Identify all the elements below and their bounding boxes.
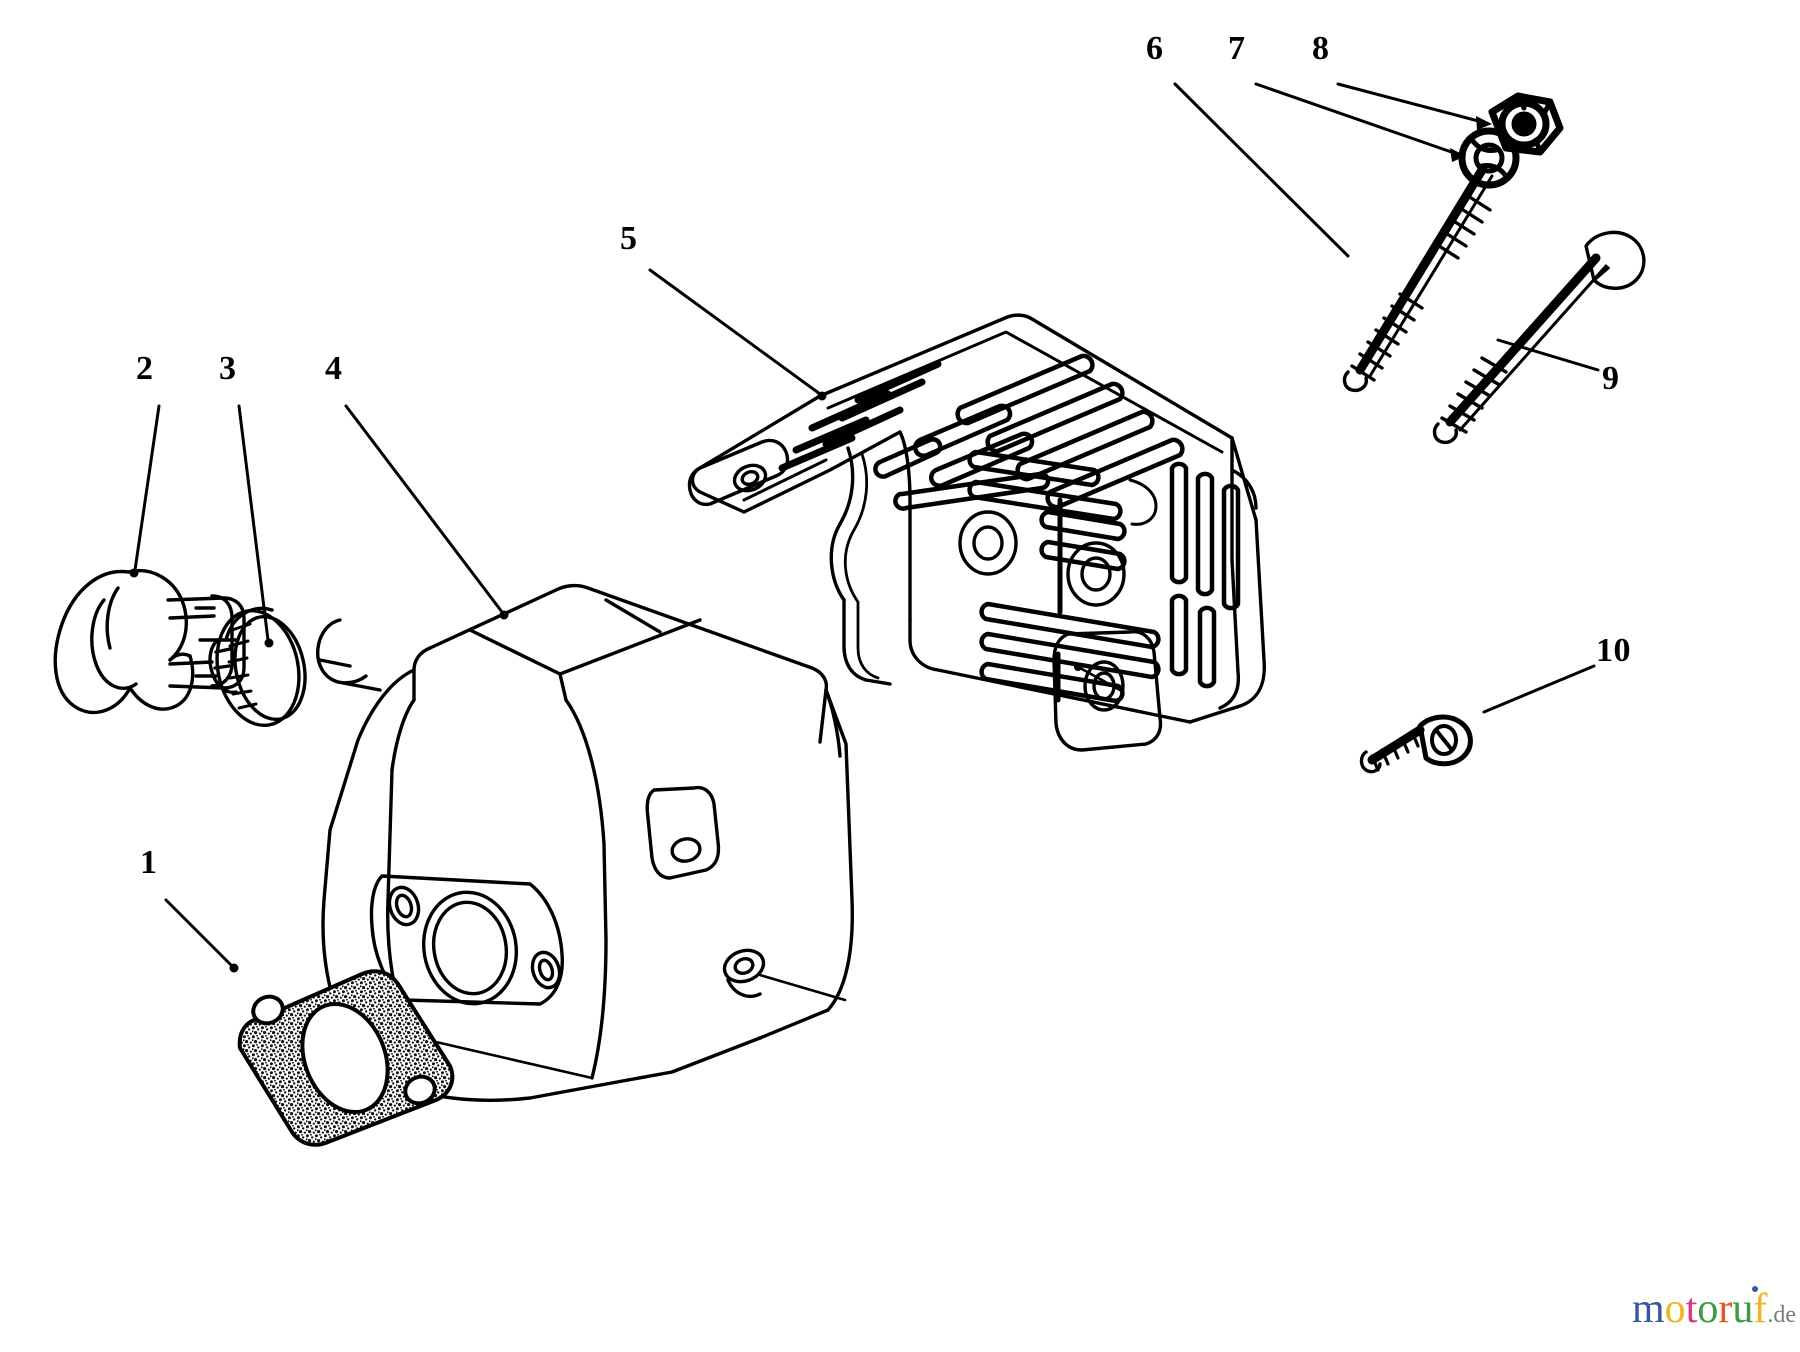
watermark-letter-o1: o (1664, 1286, 1686, 1332)
watermark-letter-f: f (1753, 1286, 1768, 1332)
callout-label-10: 10 (1596, 632, 1631, 669)
callout-label-4: 4 (325, 350, 343, 387)
part-shield-screw (1359, 714, 1473, 774)
part-hex-nut (1488, 92, 1564, 156)
watermark-letter-o2: o (1697, 1286, 1719, 1332)
callout-label-9: 9 (1602, 360, 1620, 397)
callout-label-8: 8 (1312, 30, 1330, 67)
part-lock-washer (1458, 127, 1520, 189)
part-muffler-body (316, 583, 854, 1102)
watermark-letter-t: t (1685, 1286, 1698, 1332)
callout-label-5: 5 (620, 220, 638, 257)
callout-label-1: 1 (140, 844, 158, 881)
callout-label-6: 6 (1146, 30, 1164, 67)
watermark-letter-m: m (1632, 1286, 1665, 1332)
part-long-stud (1342, 165, 1494, 393)
watermark-letter-r: r (1718, 1286, 1733, 1332)
callout-label-3: 3 (219, 350, 237, 387)
leader-lines (129, 82, 1600, 1002)
part-deflector-cap (53, 569, 246, 715)
watermark-tld: .de (1767, 1302, 1796, 1328)
part-exhaust-gasket (237, 969, 455, 1147)
callout-label-2: 2 (136, 350, 154, 387)
part-short-stud (1432, 230, 1646, 445)
watermark-dot (1752, 1286, 1758, 1292)
part-exhaust-clamp (208, 606, 307, 728)
watermark-letter-u: u (1732, 1286, 1754, 1332)
motoruf-watermark: motoruf.de (1632, 1286, 1796, 1332)
part-heat-shield (687, 313, 1266, 752)
callout-label-7: 7 (1228, 30, 1246, 67)
